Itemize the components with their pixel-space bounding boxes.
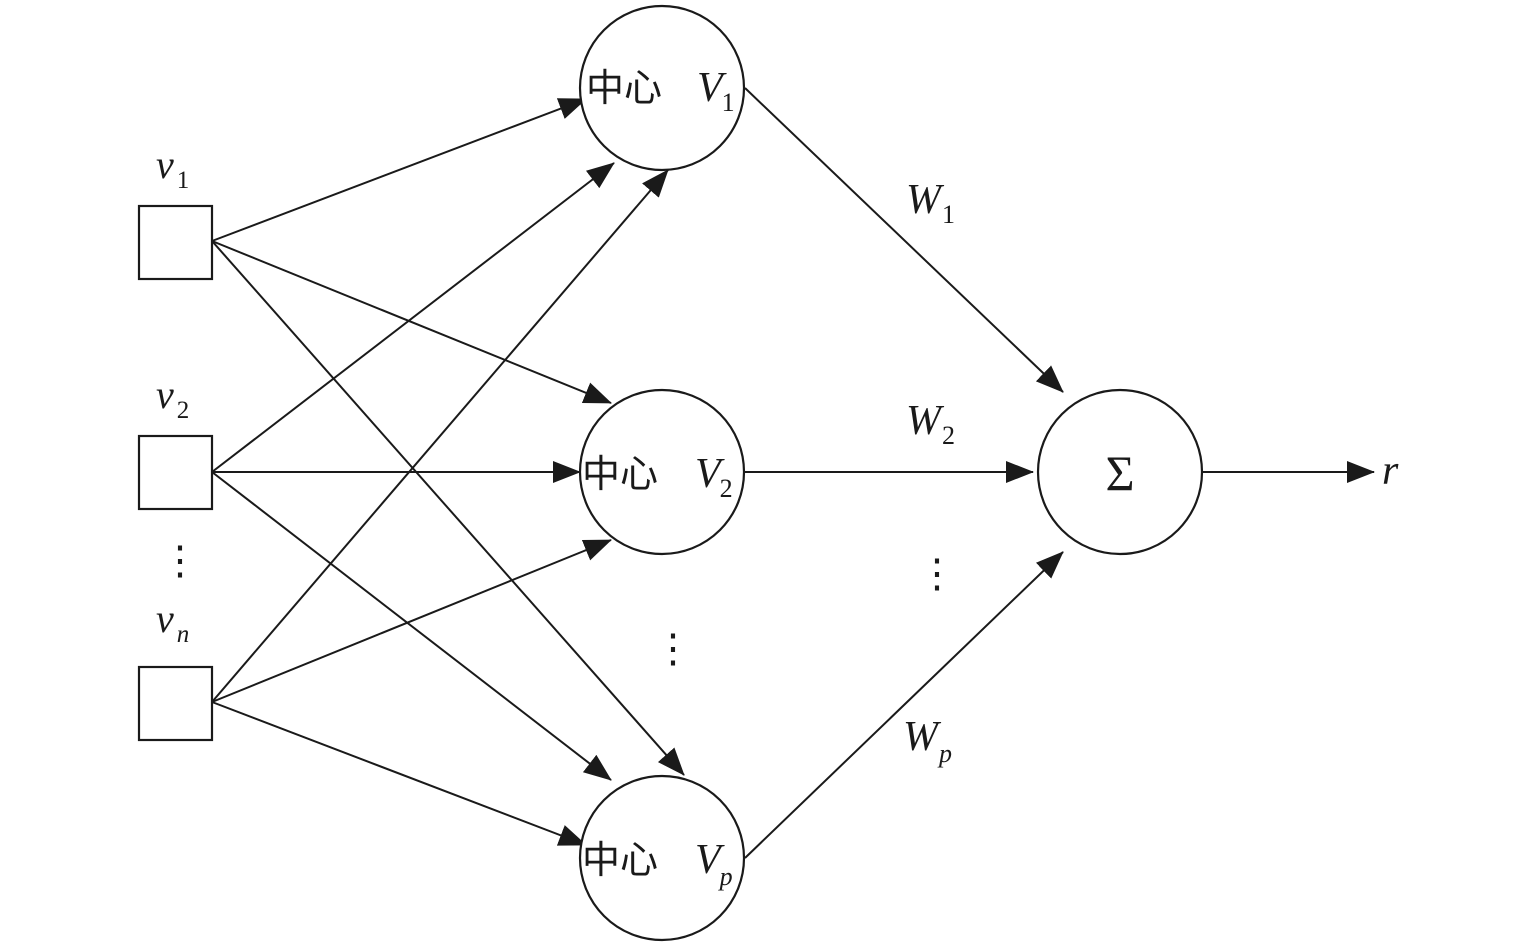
weight-symbol: W — [906, 398, 945, 444]
weight-subscript: 1 — [942, 200, 955, 229]
center-circle — [578, 388, 746, 556]
center-symbol: V — [695, 451, 725, 497]
weight-subscript: p — [937, 739, 952, 768]
input-square — [137, 665, 214, 742]
input-subscript: n — [177, 621, 190, 648]
edge-center-p-to-sum — [744, 551, 1064, 859]
center-node-2: 中心 V2 — [578, 388, 746, 556]
center-node-p: 中心 Vp — [578, 774, 746, 942]
edge-v2-to-center-1 — [211, 162, 615, 473]
edge-v2-to-center-p — [211, 471, 612, 781]
output-label: r — [1382, 448, 1399, 494]
sum-circle — [1036, 388, 1204, 556]
input-symbol: v — [156, 142, 174, 187]
sum-node: Σ — [1036, 388, 1204, 556]
edge-v1-to-center-p — [211, 240, 685, 776]
svg-text:vn: vn — [156, 596, 189, 648]
input-to-center-edges — [211, 98, 685, 846]
sum-symbol: Σ — [1105, 445, 1134, 501]
edge-v1-to-center-1 — [211, 98, 587, 242]
center-prefix: 中心 — [582, 452, 658, 496]
edge-v1-to-center-2 — [211, 240, 612, 404]
input-square — [137, 204, 214, 281]
edge-vn-to-center-p — [211, 701, 587, 846]
center-node-1: 中心 V1 — [578, 4, 746, 172]
input-ellipsis: ⋮ — [160, 538, 200, 583]
center-symbol: V — [697, 65, 727, 111]
svg-text:v1: v1 — [156, 142, 189, 194]
center-circle — [578, 4, 746, 172]
edge-vn-to-center-2 — [211, 539, 612, 703]
svg-text:V2: V2 — [695, 451, 733, 503]
input-symbol: v — [156, 596, 174, 641]
input-symbol: v — [156, 372, 174, 417]
center-subscript: p — [718, 862, 733, 891]
input-subscript: 1 — [177, 167, 190, 194]
center-symbol: V — [695, 837, 725, 883]
weight-label-2: W2 — [906, 398, 955, 450]
center-to-sum-edges — [744, 87, 1064, 859]
edge-center-1-to-sum — [744, 87, 1064, 393]
svg-text:V1: V1 — [697, 65, 735, 117]
input-subscript: 2 — [177, 397, 190, 424]
weight-symbol: W — [906, 177, 945, 223]
weight-ellipsis: ⋮ — [917, 551, 957, 596]
center-circle — [578, 774, 746, 942]
weight-symbol: W — [903, 714, 942, 760]
input-square — [137, 434, 214, 511]
svg-text:v2: v2 — [156, 372, 189, 424]
weight-label-p: Wp — [903, 714, 952, 768]
center-subscript: 1 — [722, 88, 735, 117]
center-ellipsis: ⋮ — [653, 626, 693, 671]
edge-vn-to-center-1 — [211, 169, 669, 703]
svg-text:Vp: Vp — [695, 837, 733, 891]
center-prefix: 中心 — [586, 66, 662, 110]
center-prefix: 中心 — [582, 838, 658, 882]
center-subscript: 2 — [720, 474, 733, 503]
weight-label-1: W1 — [906, 177, 955, 229]
weight-subscript: 2 — [942, 421, 955, 450]
